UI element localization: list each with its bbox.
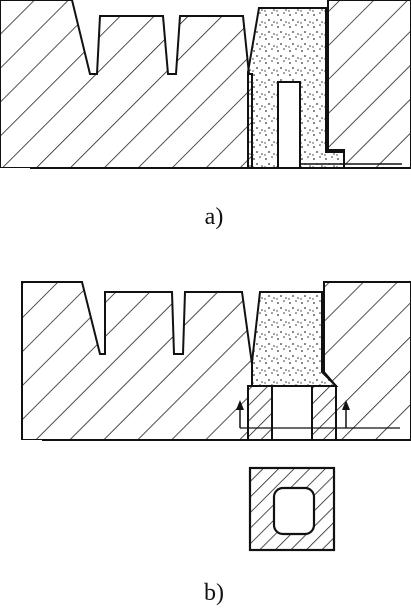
panel-a-caption: a) [205, 204, 224, 230]
panel-b-arrow-right [342, 400, 350, 428]
panel-a-core-pin [277, 81, 301, 169]
panel-b-arrow-left [236, 400, 244, 428]
panel-b-section-hole [272, 486, 316, 536]
panel-b: b) [21, 281, 411, 606]
panel-a-right-mould [327, 0, 411, 169]
panel-b-left-mould [21, 281, 253, 440]
panel-b-core-gap [271, 385, 313, 441]
panel-b-right-mould [323, 281, 411, 441]
panel-b-sleeve-right [311, 385, 337, 441]
panel-b-caption: b) [204, 580, 224, 606]
panel-b-sleeve-left [247, 385, 273, 441]
panel-a: a) [0, 0, 411, 230]
panel-a-left-mould [0, 0, 253, 168]
